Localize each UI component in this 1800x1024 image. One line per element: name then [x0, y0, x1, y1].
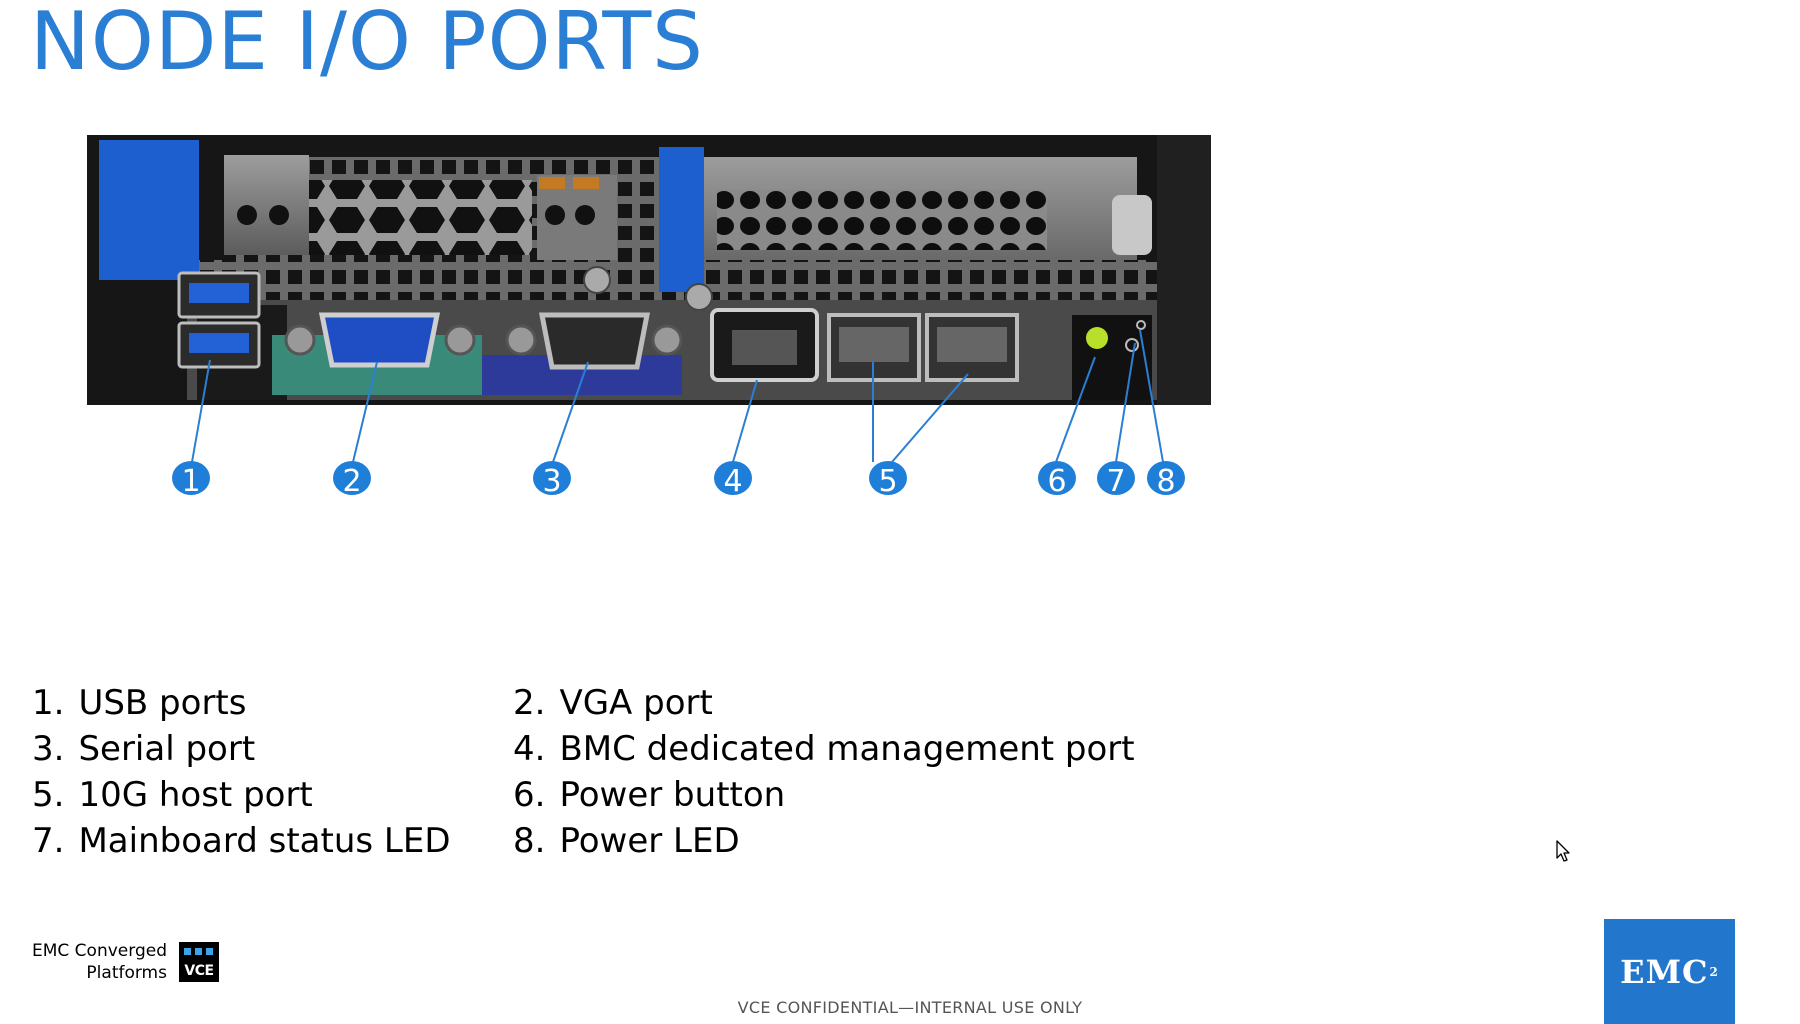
brand-name: EMC Converged Platforms — [32, 940, 167, 984]
port-legend: 1. USB ports 2. VGA port 3. Serial port … — [32, 680, 1135, 864]
legend-item-2: 2. VGA port — [513, 680, 1113, 726]
legend-item-label: VGA port — [559, 683, 713, 723]
legend-item-number: 5. — [32, 775, 65, 815]
legend-item-label: Power button — [559, 775, 786, 815]
callout-marker-8: 8 — [1147, 461, 1185, 499]
legend-row: 7. Mainboard status LED 8. Power LED — [32, 818, 1132, 864]
legend-item-label: Serial port — [78, 729, 256, 769]
legend-row: 3. Serial port 4. BMC dedicated manageme… — [32, 726, 1135, 772]
legend-item-label: 10G host port — [78, 775, 313, 815]
legend-item-6: 6. Power button — [513, 772, 1113, 818]
callout-label-6: 6 — [1047, 464, 1066, 499]
legend-item-1: 1. USB ports — [32, 680, 513, 726]
callout-label-5: 5 — [878, 464, 897, 499]
legend-item-8: 8. Power LED — [513, 818, 1113, 864]
callout-marker-5: 5 — [869, 461, 907, 499]
legend-item-label: Power LED — [559, 821, 740, 861]
legend-item-7: 7. Mainboard status LED — [32, 818, 513, 864]
legend-row: 1. USB ports 2. VGA port — [32, 680, 1132, 726]
callout-label-1: 1 — [181, 464, 200, 499]
legend-item-number: 6. — [513, 775, 546, 815]
callout-label-7: 7 — [1106, 464, 1125, 499]
callout-marker-6: 6 — [1038, 461, 1076, 499]
emc-logo-text: EMC — [1620, 952, 1709, 991]
legend-item-4: 4. BMC dedicated management port — [513, 726, 1135, 772]
vce-logo-dots — [183, 948, 213, 955]
callout-label-3: 3 — [542, 464, 561, 499]
callout-label-4: 4 — [723, 464, 742, 499]
brand-name-line-1: EMC Converged — [32, 941, 167, 961]
confidentiality-notice: VCE CONFIDENTIAL—INTERNAL USE ONLY — [737, 998, 1083, 1017]
emc-logo-superscript: 2 — [1709, 964, 1719, 979]
callout-marker-1: 1 — [172, 461, 210, 499]
callout-marker-2: 2 — [333, 461, 371, 499]
legend-item-3: 3. Serial port — [32, 726, 513, 772]
legend-item-number: 3. — [32, 729, 65, 769]
node-rear-panel-image — [87, 135, 1211, 405]
legend-item-number: 7. — [32, 821, 65, 861]
legend-row: 5. 10G host port 6. Power button — [32, 772, 1132, 818]
legend-item-number: 1. — [32, 683, 65, 723]
legend-item-label: Mainboard status LED — [78, 821, 451, 861]
vce-logo-text: VCE — [184, 963, 214, 979]
callout-marker-3: 3 — [533, 461, 571, 499]
legend-item-number: 8. — [513, 821, 546, 861]
brand-name-line-2: Platforms — [86, 963, 167, 983]
callout-marker-4: 4 — [714, 461, 752, 499]
vce-logo: VCE — [178, 942, 219, 982]
legend-item-label: USB ports — [78, 683, 247, 723]
mouse-pointer-icon — [1556, 840, 1570, 862]
legend-item-label: BMC dedicated management port — [559, 729, 1135, 769]
legend-item-5: 5. 10G host port — [32, 772, 513, 818]
callout-label-8: 8 — [1156, 464, 1175, 499]
legend-item-number: 2. — [513, 683, 546, 723]
legend-item-number: 4. — [513, 729, 546, 769]
footer-brand: EMC Converged Platforms VCE — [32, 940, 219, 984]
callout-marker-7: 7 — [1097, 461, 1135, 499]
callout-label-2: 2 — [342, 464, 361, 499]
page-title: NODE I/O PORTS — [30, 0, 704, 88]
